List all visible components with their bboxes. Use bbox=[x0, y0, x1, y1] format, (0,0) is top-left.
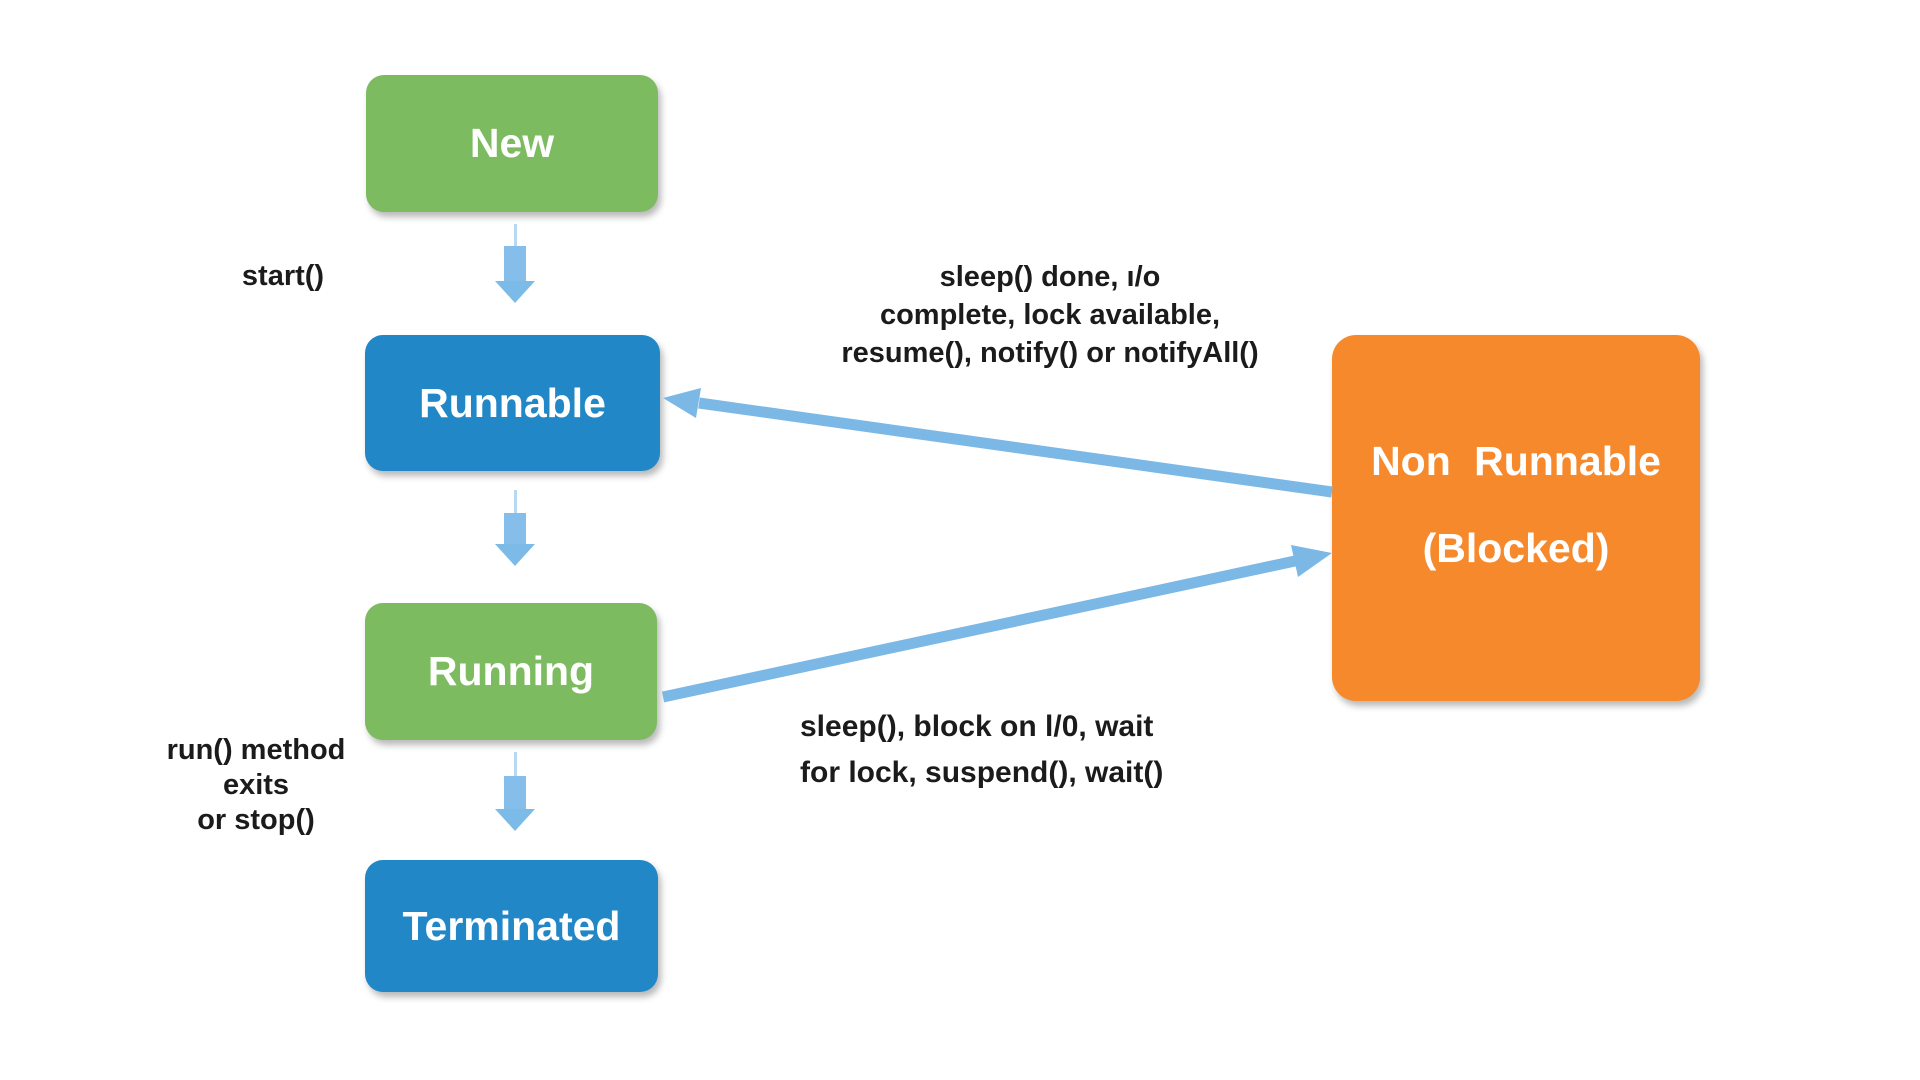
label-line: exits bbox=[222, 769, 290, 801]
state-label-non-runnable: Non Runnable bbox=[1371, 438, 1661, 484]
state-sublabel-blocked: (Blocked) bbox=[1422, 525, 1610, 571]
arrow-head-icon bbox=[1291, 545, 1332, 577]
arrow-stem bbox=[513, 490, 517, 513]
state-label-runnable: Runnable bbox=[419, 379, 606, 426]
arrow-stem bbox=[513, 224, 517, 246]
arrow-body bbox=[504, 776, 526, 809]
arrow-running-to-nonrunnable bbox=[661, 545, 1332, 703]
label-line: sleep() done, ı/o bbox=[939, 261, 1161, 293]
arrow-head-icon bbox=[495, 281, 535, 303]
label-line: complete, lock available, bbox=[879, 299, 1221, 331]
label-line: start() bbox=[241, 260, 325, 292]
arrow-nonrunnable-to-runnable bbox=[663, 388, 1333, 498]
arrow-runnable-to-running bbox=[495, 490, 535, 566]
state-box-new: New bbox=[366, 75, 658, 212]
transition-label-to-blocked: sleep(), block on l/0, wait for lock, su… bbox=[800, 704, 1270, 796]
arrow-head-icon bbox=[663, 388, 701, 418]
label-line: sleep(), block on l/0, wait bbox=[800, 710, 1154, 743]
label-line: resume(), notify() or notifyAll() bbox=[841, 337, 1259, 369]
state-label-running: Running bbox=[427, 648, 595, 694]
state-box-non-runnable: Non Runnable (Blocked) bbox=[1332, 335, 1700, 701]
arrow-stem bbox=[513, 752, 517, 776]
state-label-new: New bbox=[469, 120, 555, 166]
arrow-head-icon bbox=[495, 544, 535, 566]
state-box-terminated: Terminated bbox=[365, 860, 658, 992]
state-box-runnable: Runnable bbox=[365, 335, 660, 471]
transition-label-to-runnable: sleep() done, ı/o complete, lock availab… bbox=[810, 258, 1290, 372]
state-label-terminated: Terminated bbox=[402, 902, 621, 949]
label-line: or stop() bbox=[197, 804, 315, 836]
arrow-head-icon bbox=[495, 809, 535, 831]
label-line: run() method bbox=[166, 734, 346, 766]
state-box-running: Running bbox=[365, 603, 657, 740]
label-line: for lock, suspend(), wait() bbox=[800, 756, 1164, 789]
arrow-body bbox=[504, 513, 526, 544]
transition-label-run-exits: run() method exits or stop() bbox=[126, 733, 386, 838]
arrow-running-to-terminated bbox=[495, 752, 535, 831]
arrow-body bbox=[504, 246, 526, 281]
transition-label-start: start() bbox=[228, 260, 338, 292]
arrow-new-to-runnable bbox=[495, 224, 535, 303]
